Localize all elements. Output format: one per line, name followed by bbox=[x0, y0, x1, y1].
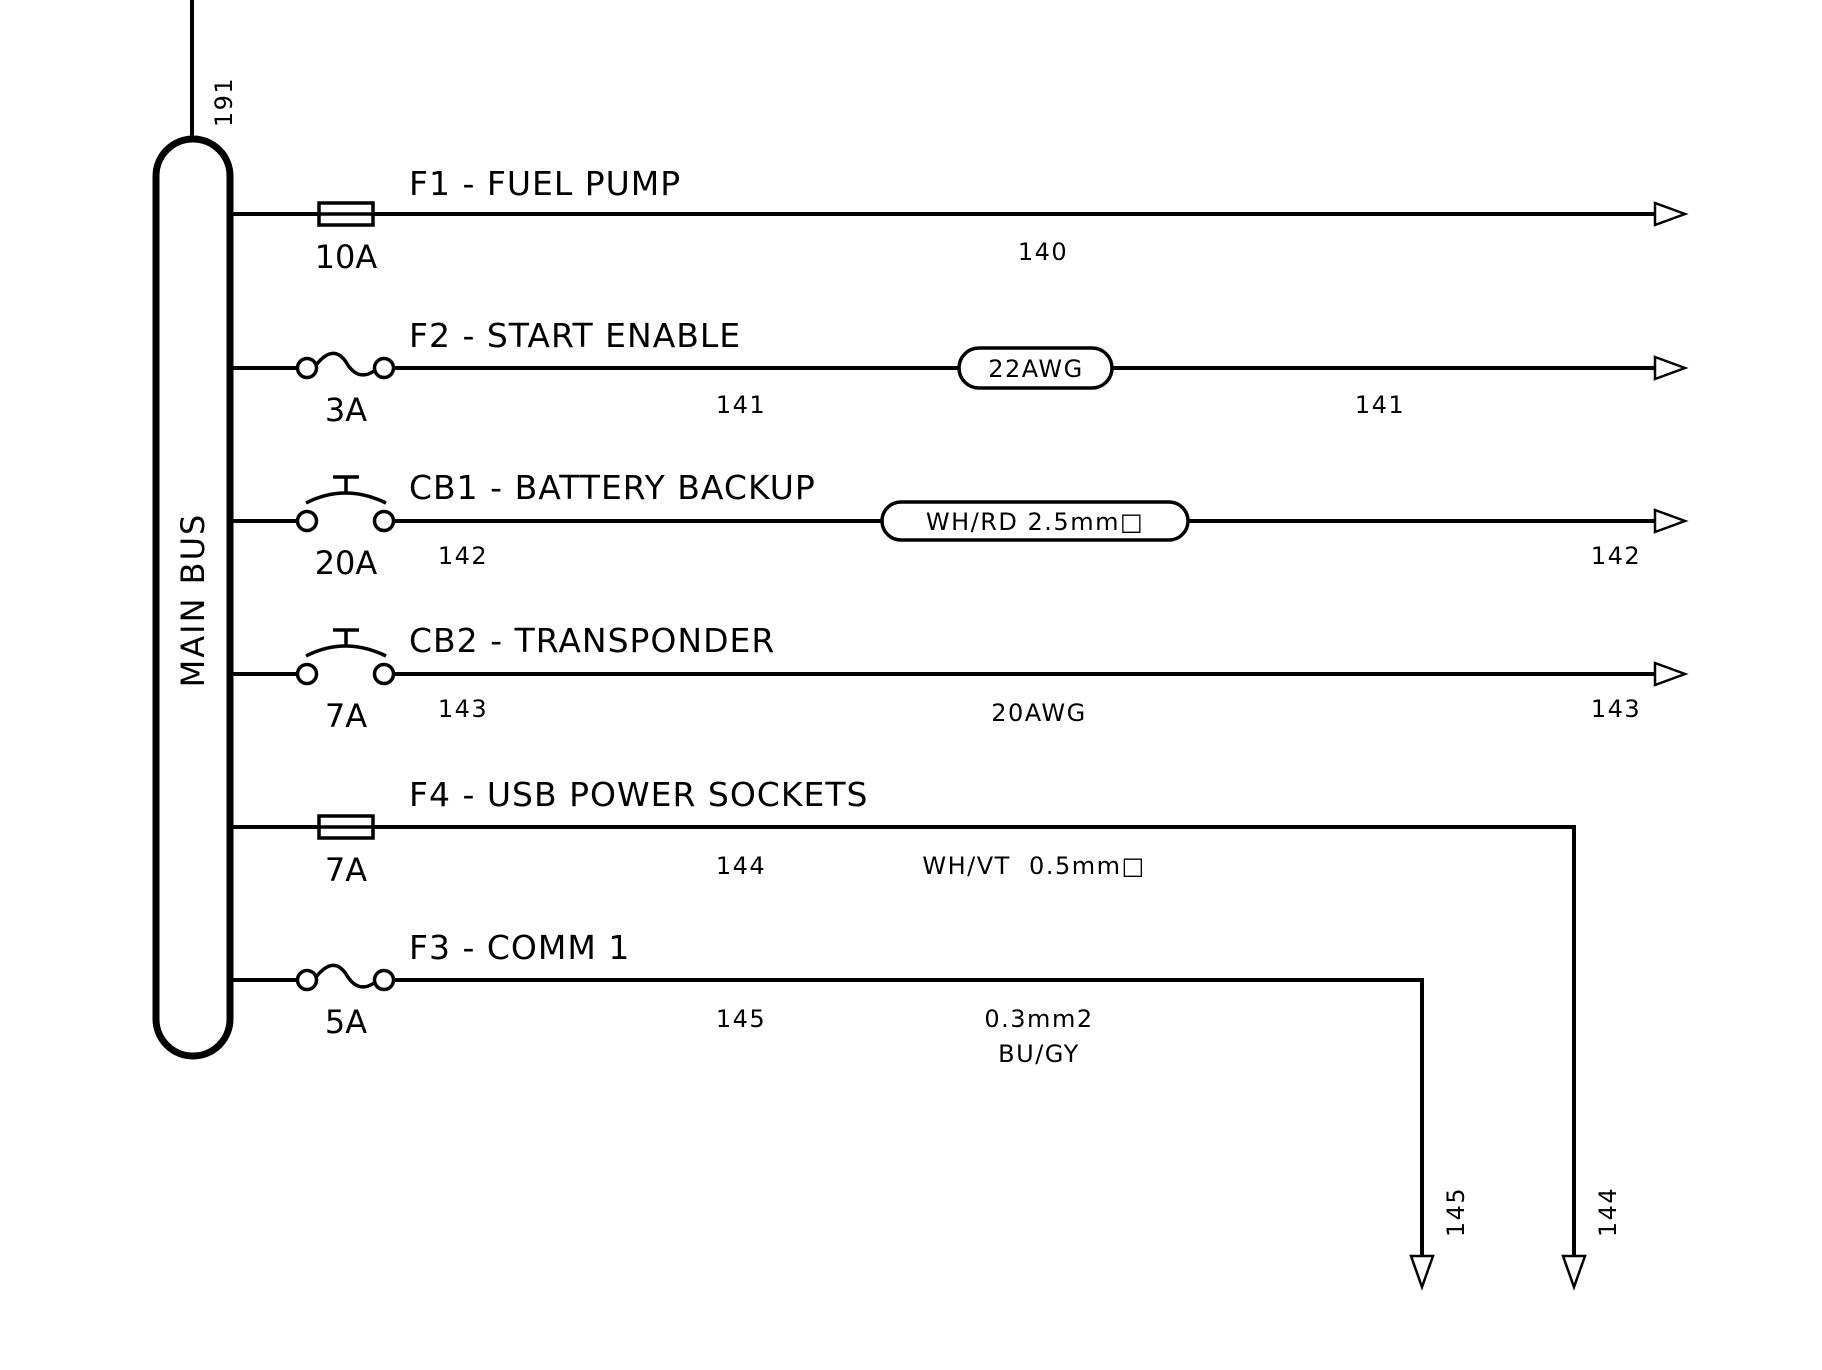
wire-gauge-label: 20AWG bbox=[991, 699, 1086, 727]
wire-144[interactable] bbox=[373, 825, 1576, 1256]
wire-spec-pill-text: WH/RD 2.5mm□ bbox=[926, 508, 1144, 536]
wire-145[interactable] bbox=[394, 978, 1424, 1256]
wire-number-label: 142 bbox=[1591, 542, 1641, 570]
circuit-title: CB1 - BATTERY BACKUP bbox=[409, 468, 816, 507]
input-wire-label: 191 bbox=[210, 77, 238, 127]
wire-number-label: 141 bbox=[716, 391, 766, 419]
circuit-f3: F3 - COMM 1 5A 145 0.3mm2 BU/GY 145 bbox=[232, 928, 1470, 1291]
fuse-rating: 10A bbox=[315, 238, 378, 276]
blade-fuse-icon[interactable] bbox=[295, 351, 396, 380]
circuit-cb2: CB2 - TRANSPONDER 7A 143 20AWG 143 bbox=[232, 621, 1689, 735]
circuit-breaker-icon[interactable] bbox=[295, 475, 396, 533]
wire-number-label: 144 bbox=[1594, 1187, 1622, 1237]
circuit-breaker-icon[interactable] bbox=[295, 628, 396, 686]
fuse-rating: 5A bbox=[325, 1003, 367, 1041]
wire-number-label: 142 bbox=[438, 542, 488, 570]
breaker-rating: 20A bbox=[315, 544, 378, 582]
wire-spec-pill bbox=[957, 346, 1114, 390]
circuit-f2: 22AWG F2 - START ENABLE 3A 141 141 bbox=[232, 316, 1689, 429]
circuit-title: CB2 - TRANSPONDER bbox=[409, 621, 775, 660]
circuit-f4: F4 - USB POWER SOCKETS 7A 144 WH/VT 0.5m… bbox=[232, 775, 1622, 1291]
wire-number-label: 141 bbox=[1355, 391, 1405, 419]
right-arrow-icon bbox=[1653, 201, 1689, 227]
right-arrow-icon bbox=[1653, 661, 1689, 687]
circuit-title: F1 - FUEL PUMP bbox=[409, 164, 681, 203]
down-arrow-icon bbox=[1409, 1254, 1435, 1291]
wire-spec-label: WH/VT 0.5mm□ bbox=[922, 852, 1145, 880]
circuit-f1: F1 - FUEL PUMP 10A 140 bbox=[232, 164, 1689, 276]
wire-number-label: 140 bbox=[1018, 238, 1068, 266]
right-arrow-icon bbox=[1653, 508, 1689, 534]
circuit-title: F3 - COMM 1 bbox=[409, 928, 630, 967]
blade-fuse-icon[interactable] bbox=[295, 963, 396, 992]
right-arrow-icon bbox=[1653, 355, 1689, 381]
circuit-title: F4 - USB POWER SOCKETS bbox=[409, 775, 868, 814]
breaker-rating: 7A bbox=[325, 697, 367, 735]
wire-number-label: 145 bbox=[716, 1005, 766, 1033]
circuit-title: F2 - START ENABLE bbox=[409, 316, 741, 355]
fuse-rating: 7A bbox=[325, 851, 367, 889]
wire-spec-pill bbox=[880, 500, 1190, 542]
fuse-rating: 3A bbox=[325, 391, 367, 429]
down-arrow-icon bbox=[1561, 1254, 1587, 1291]
wire-color-label: BU/GY bbox=[998, 1040, 1080, 1068]
wire-number-label: 145 bbox=[1442, 1187, 1470, 1237]
wire-number-label: 143 bbox=[438, 695, 488, 723]
main-bus-bar bbox=[152, 135, 234, 1060]
wire-number-label: 144 bbox=[716, 852, 766, 880]
wire-number-label: 143 bbox=[1591, 695, 1641, 723]
circuit-cb1: WH/RD 2.5mm□ CB1 - BATTERY BACKUP 20A 14… bbox=[232, 468, 1689, 582]
wire-size-label: 0.3mm2 bbox=[984, 1005, 1093, 1033]
main-bus-label: MAIN BUS bbox=[174, 513, 212, 688]
wire-spec-pill-text: 22AWG bbox=[988, 355, 1083, 383]
